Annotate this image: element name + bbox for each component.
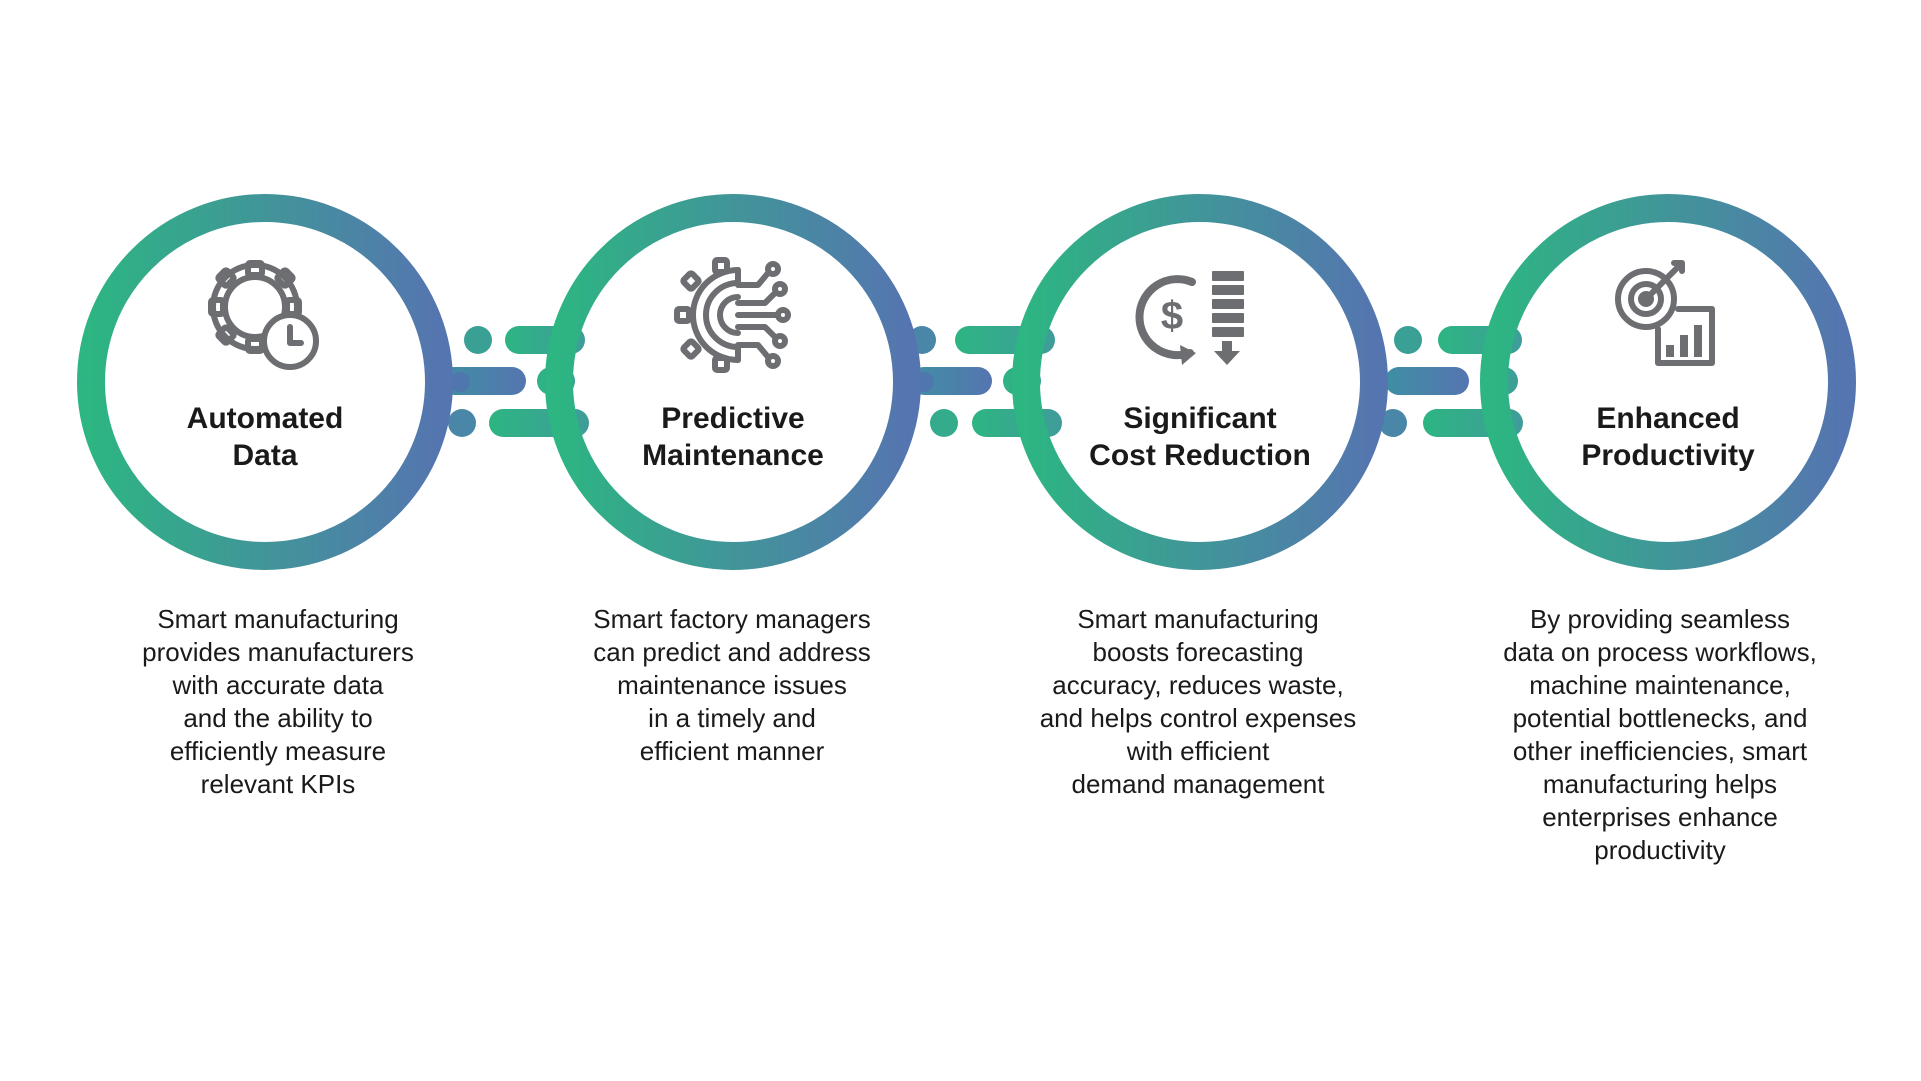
ring-4	[1480, 194, 1856, 570]
ring-2	[545, 194, 921, 570]
dollar-cycle-down-icon: $	[1135, 271, 1244, 365]
step-1-description: Smart manufacturing provides manufacture…	[142, 604, 414, 799]
step-4-title: Enhanced Productivity	[1581, 402, 1755, 472]
step-2-title: Predictive Maintenance	[642, 402, 824, 472]
step-1-title: Automated Data	[186, 402, 344, 472]
step-3-title: Significant Cost Reduction	[1089, 402, 1311, 472]
gear-clock-icon	[208, 260, 319, 370]
ring-1	[77, 194, 453, 570]
step-2-description: Smart factory managers can predict and a…	[593, 604, 871, 766]
step-4-description: By providing seamless data on process wo…	[1503, 604, 1817, 865]
svg-text:$: $	[1161, 294, 1183, 338]
target-chart-icon	[1615, 260, 1715, 366]
gear-circuit-icon	[674, 257, 791, 373]
step-3-description: Smart manufacturing boosts forecasting a…	[1039, 604, 1357, 799]
ring-3	[1012, 194, 1388, 570]
